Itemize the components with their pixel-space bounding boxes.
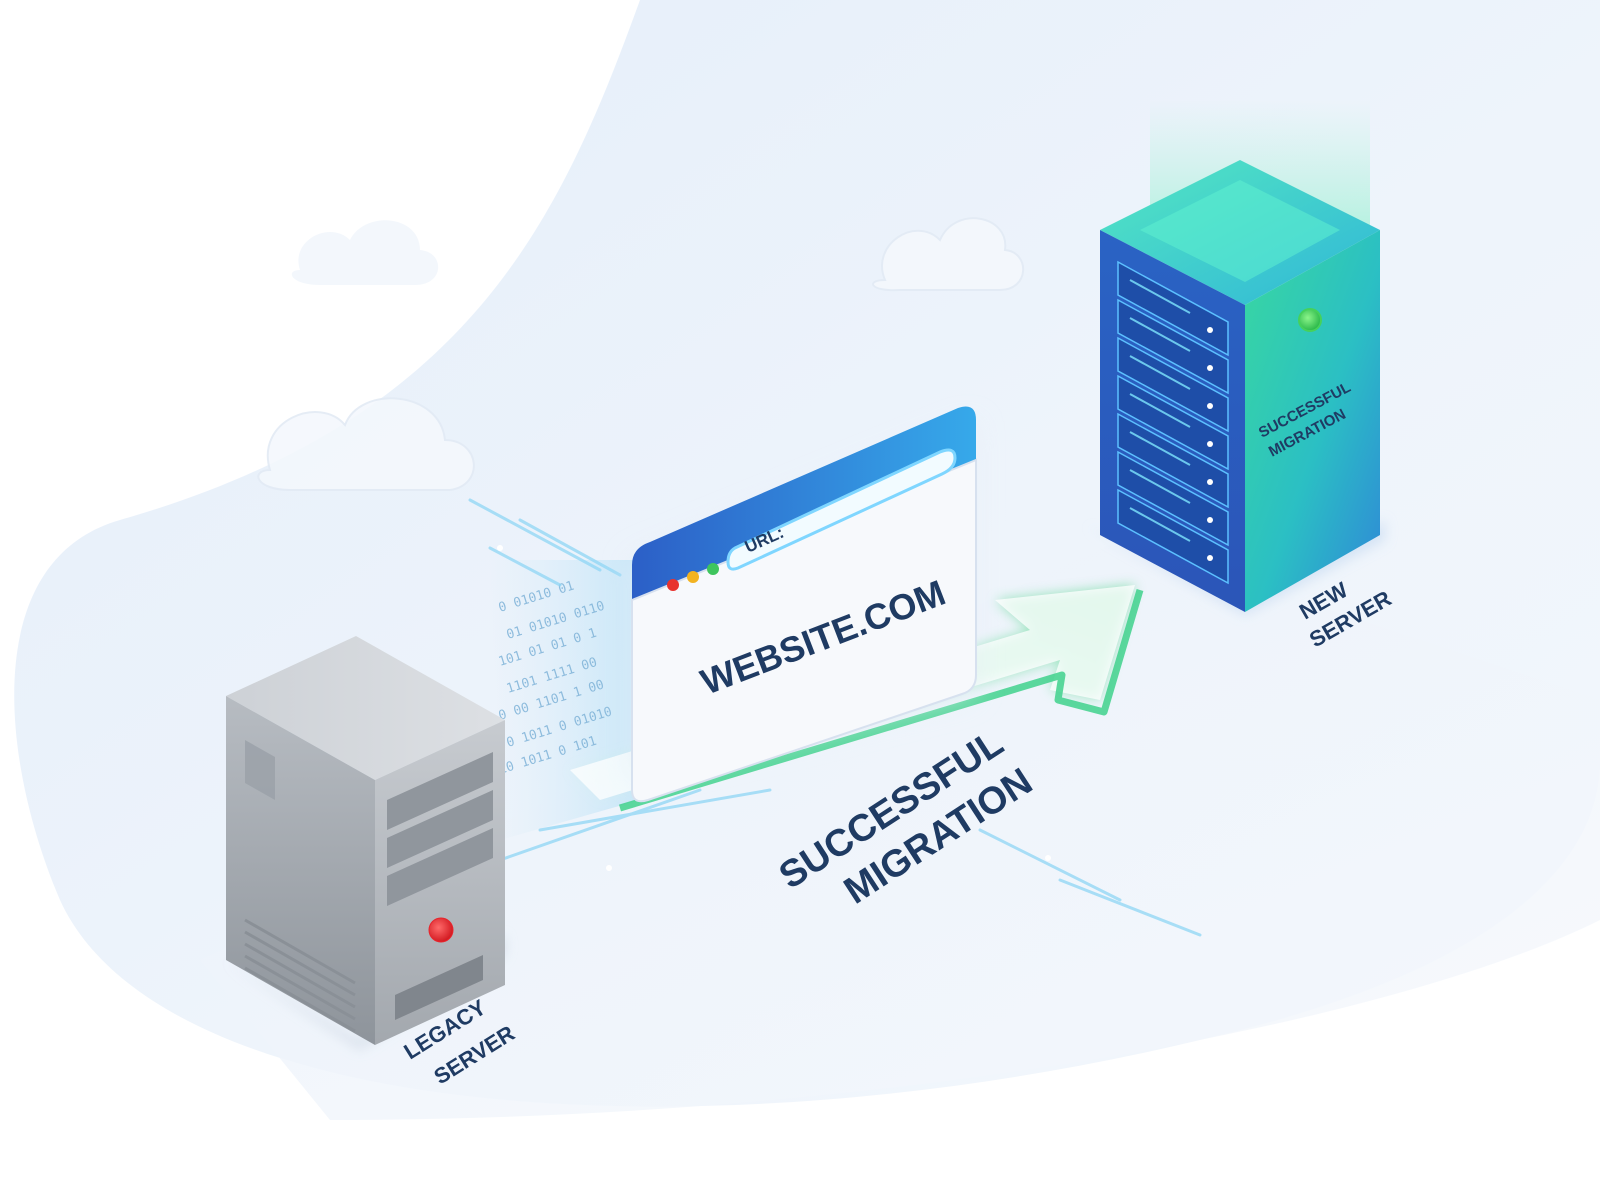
maximize-dot-icon (707, 563, 719, 575)
minimize-dot-icon (687, 571, 699, 583)
browser-window: URL: WEBSITE.COM (630, 406, 977, 803)
cloud-icon (291, 220, 439, 285)
vent-grille (244, 918, 356, 1033)
legacy-server-top (226, 636, 505, 780)
rack-units (1117, 260, 1229, 585)
status-light-green-icon (1298, 308, 1322, 332)
status-light-red-icon (428, 917, 454, 943)
legacy-server: LEGACY SERVER (225, 636, 519, 1089)
drive-bays (387, 752, 493, 906)
sparkle-dots (497, 545, 1051, 871)
close-dot-icon (667, 579, 679, 591)
floor-plane (200, 540, 1600, 1120)
rack-led-dots (1207, 327, 1213, 561)
rack-indicator-lines (1129, 279, 1191, 542)
cloud-icon (257, 397, 475, 491)
cloud-icon (872, 217, 1025, 292)
browser-title-bar (632, 406, 976, 600)
browser-body (631, 458, 977, 803)
motion-lines (468, 498, 1202, 937)
url-bar (726, 448, 957, 571)
new-server-side (1245, 230, 1380, 612)
